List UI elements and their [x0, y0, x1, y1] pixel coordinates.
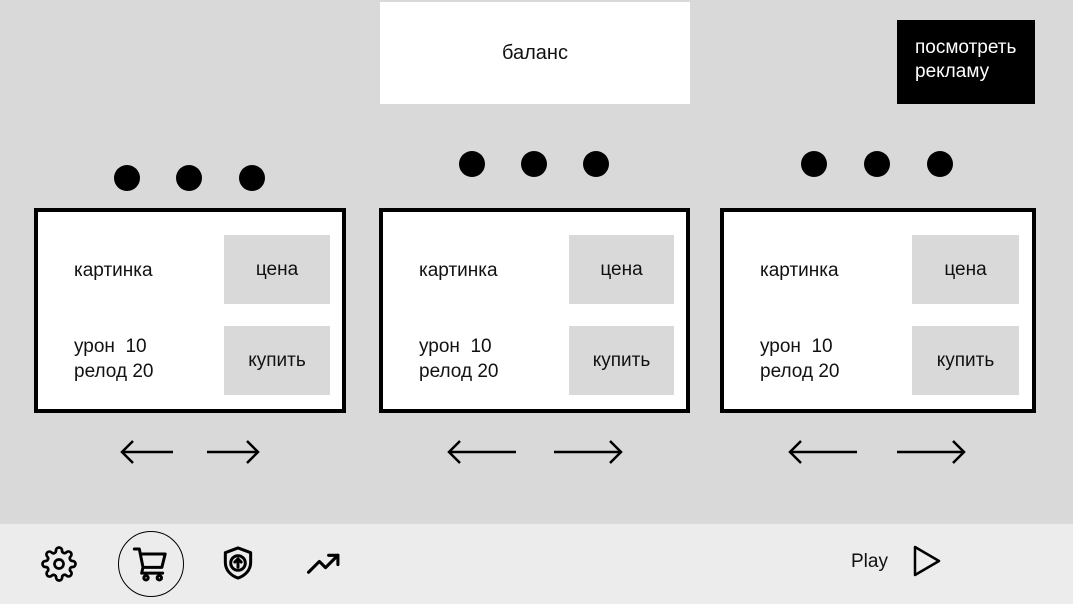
watch-ad-label-line2: рекламу [915, 61, 990, 82]
page-dot[interactable] [521, 151, 547, 177]
buy-button[interactable]: купить [912, 326, 1019, 395]
weapon-card-2: картинка цена урон 10 релод 20 купить [379, 208, 690, 413]
price-button[interactable]: цена [569, 235, 674, 304]
price-button[interactable]: цена [224, 235, 330, 304]
balance-label: баланс [502, 41, 568, 64]
price-button[interactable]: цена [912, 235, 1019, 304]
card-picture-placeholder: картинка [760, 260, 839, 281]
card-stats: урон 10 релод 20 [419, 334, 498, 384]
shop-tab-active[interactable] [118, 531, 184, 597]
trending-up-icon[interactable] [305, 546, 343, 580]
play-icon[interactable] [912, 544, 942, 578]
buy-label: купить [248, 349, 306, 371]
page-dot[interactable] [583, 151, 609, 177]
card-picture-placeholder: картинка [419, 260, 498, 281]
arrow-right-icon[interactable] [205, 438, 261, 466]
watch-ad-button[interactable]: посмотреть рекламу [897, 20, 1035, 104]
page-dot[interactable] [927, 151, 953, 177]
card-stats: урон 10 релод 20 [74, 334, 153, 384]
weapon-card-3: картинка цена урон 10 релод 20 купить [720, 208, 1036, 413]
reload-stat: релод 20 [419, 361, 499, 382]
page-dot[interactable] [114, 165, 140, 191]
cart-icon [132, 547, 167, 582]
damage-stat: урон 10 [760, 336, 833, 357]
page-dot[interactable] [864, 151, 890, 177]
damage-stat: урон 10 [419, 336, 492, 357]
buy-button[interactable]: купить [224, 326, 330, 395]
reload-stat: релод 20 [74, 361, 154, 382]
arrow-left-icon[interactable] [446, 438, 518, 466]
balance-panel: баланс [380, 2, 690, 104]
arrow-right-icon[interactable] [895, 438, 967, 466]
arrow-right-icon[interactable] [552, 438, 624, 466]
arrow-left-icon[interactable] [787, 438, 859, 466]
page-dot[interactable] [239, 165, 265, 191]
play-label[interactable]: Play [851, 551, 888, 572]
watch-ad-label-line1: посмотреть [915, 37, 1017, 58]
page-dot[interactable] [801, 151, 827, 177]
page-dot[interactable] [176, 165, 202, 191]
page-dot[interactable] [459, 151, 485, 177]
damage-stat: урон 10 [74, 336, 147, 357]
card-2-page-dots [459, 151, 611, 177]
gear-icon[interactable] [41, 546, 77, 582]
buy-button[interactable]: купить [569, 326, 674, 395]
arrow-left-icon[interactable] [119, 438, 175, 466]
card-1-page-dots [114, 165, 266, 191]
buy-label: купить [936, 349, 995, 371]
weapon-card-1: картинка цена урон 10 релод 20 купить [34, 208, 346, 413]
card-stats: урон 10 релод 20 [760, 334, 839, 384]
reload-stat: релод 20 [760, 361, 840, 382]
card-picture-placeholder: картинка [74, 260, 153, 281]
shield-upgrade-icon[interactable] [219, 544, 257, 582]
price-label: цена [255, 258, 299, 280]
price-label: цена [600, 258, 643, 280]
price-label: цена [944, 258, 987, 280]
buy-label: купить [592, 349, 651, 371]
card-3-page-dots [801, 151, 955, 177]
